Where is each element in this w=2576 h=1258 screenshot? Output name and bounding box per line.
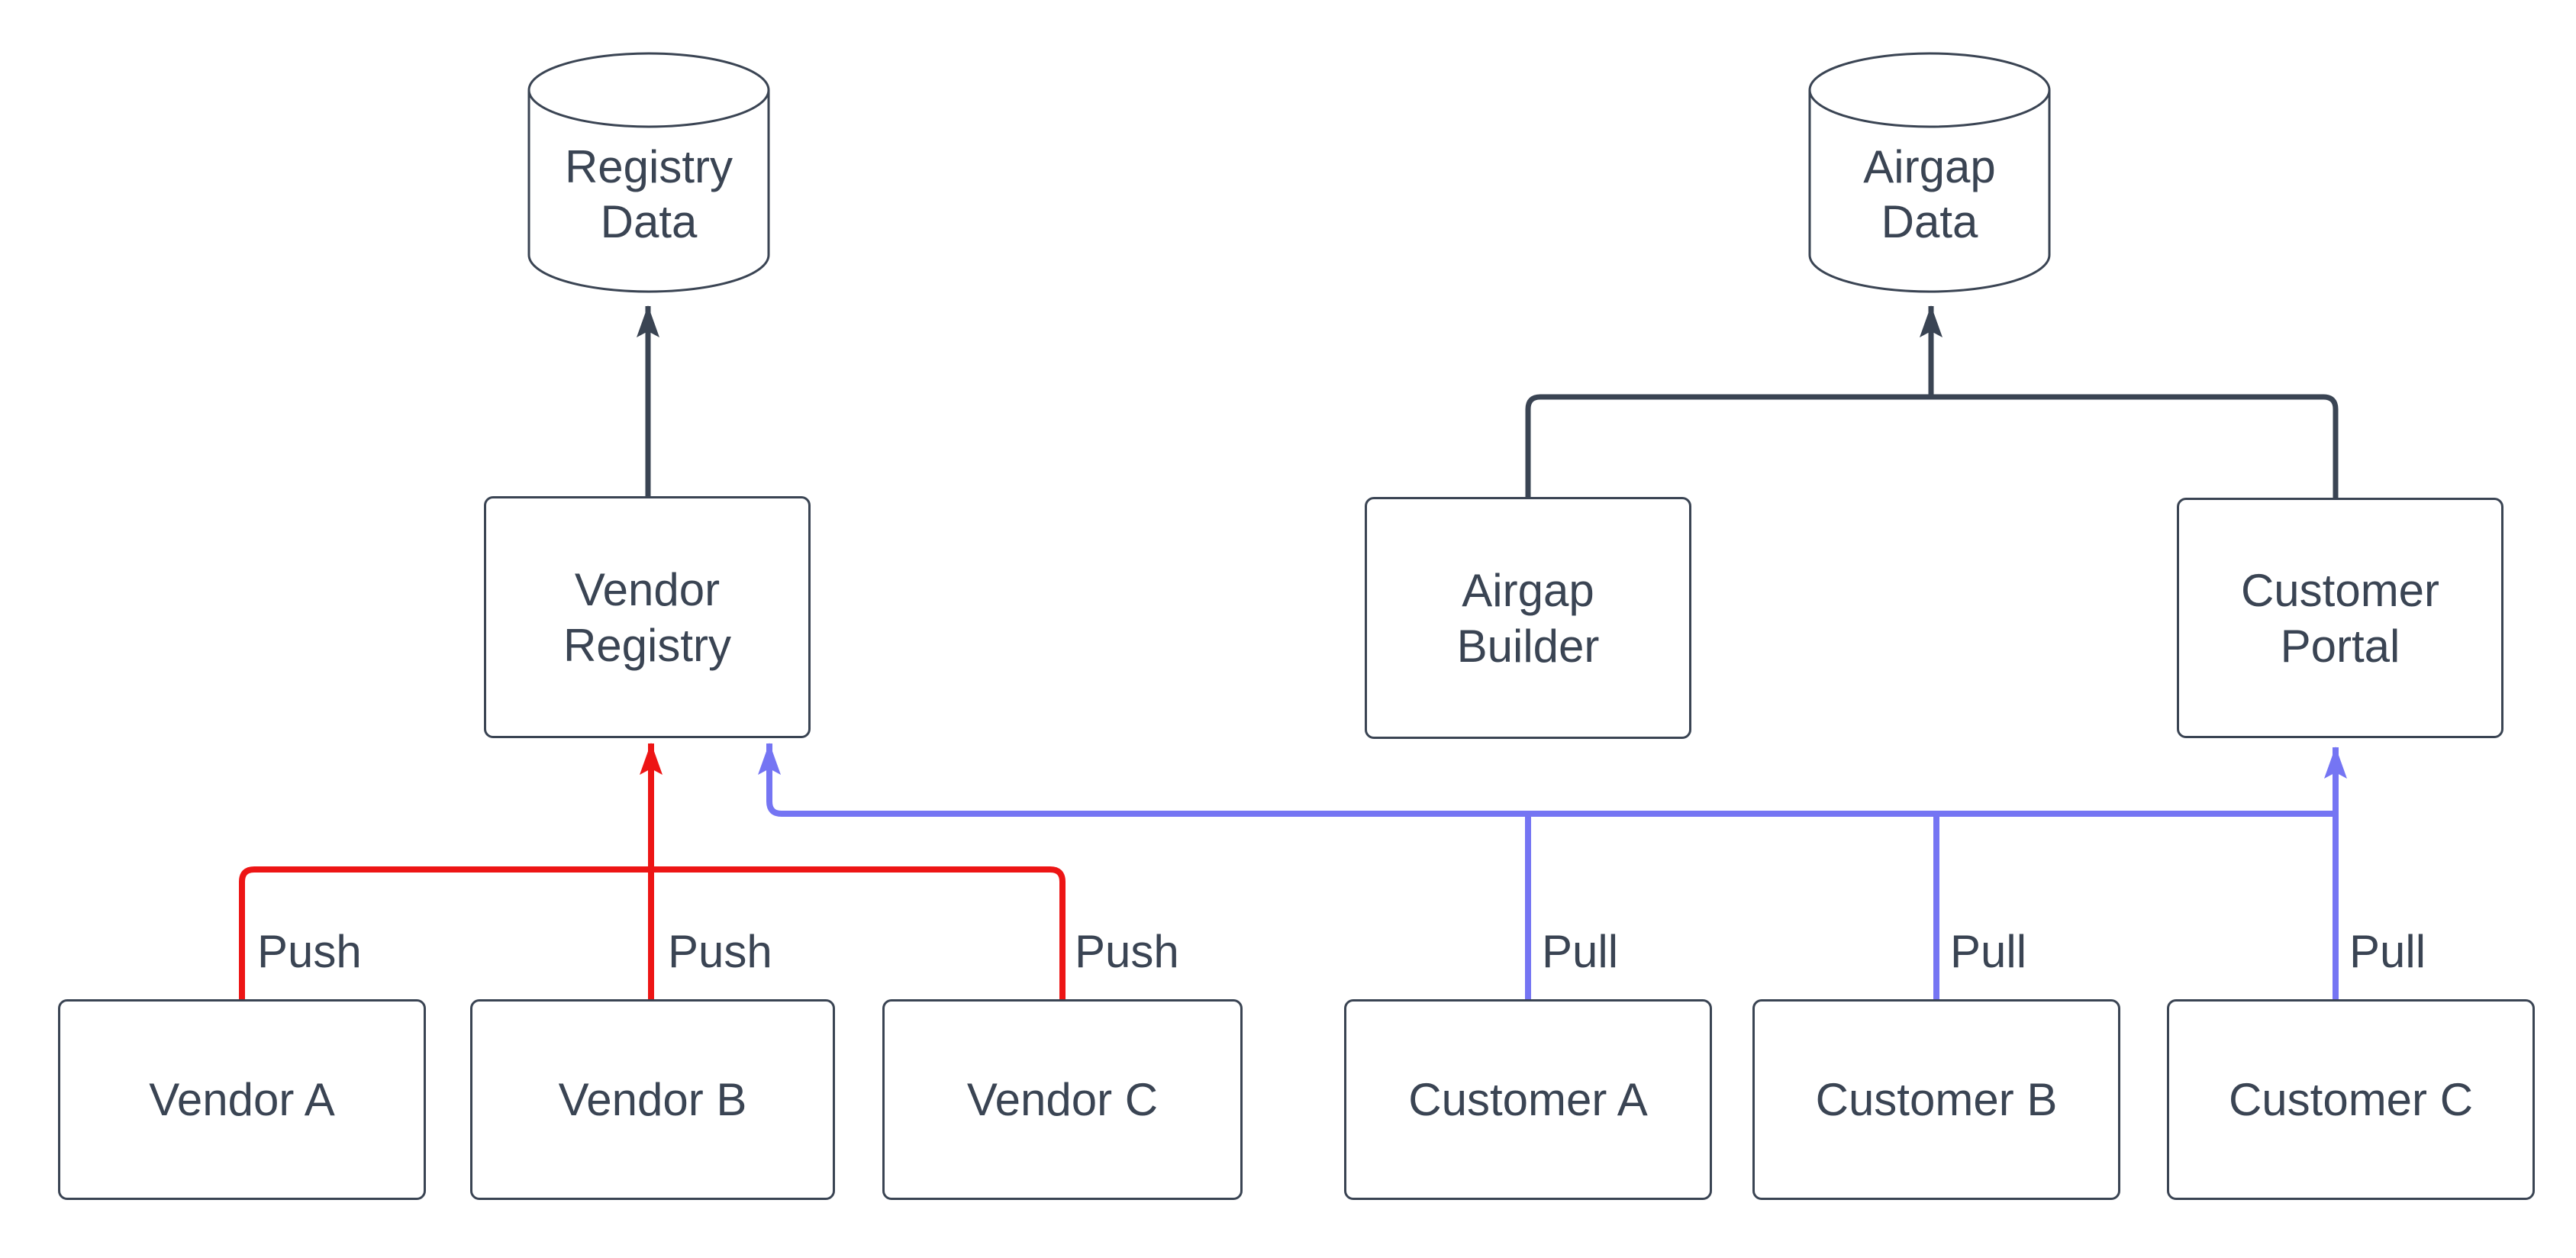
registry-data-node: Registry Data (529, 115, 769, 275)
registry-data-label-line1: Registry (564, 141, 733, 192)
vendor-b-node: Vendor B (470, 999, 835, 1200)
airgap-data-node: Airgap Data (1810, 115, 2049, 275)
registry-data-label-line2: Data (600, 196, 698, 247)
customer-portal-label-line2: Portal (2280, 620, 2400, 672)
vendor-a-node: Vendor A (58, 999, 426, 1200)
edge-pull-bus-to-vendor-registry (758, 743, 2336, 817)
push-label-vendor-b: Push (668, 926, 772, 977)
customer-a-node: Customer A (1344, 999, 1712, 1200)
airgap-data-label-line1: Airgap (1863, 141, 1996, 192)
pull-label-customer-c: Pull (2349, 926, 2426, 977)
pull-label-customer-b: Pull (1950, 926, 2027, 977)
airgap-data-cylinder-body (1808, 90, 2051, 293)
airgap-builder-label-line2: Builder (1456, 620, 1600, 672)
customer-a-label: Customer A (1408, 1074, 1648, 1125)
push-label-vendor-a: Push (257, 926, 362, 977)
vendor-c-node: Vendor C (882, 999, 1243, 1200)
customer-c-label: Customer C (2228, 1074, 2474, 1125)
customer-c-node: Customer C (2167, 999, 2535, 1200)
customer-b-label: Customer B (1815, 1074, 2058, 1125)
vendor-a-label: Vendor A (149, 1074, 335, 1125)
pull-label-customer-a: Pull (1542, 926, 1619, 977)
push-label-vendor-c: Push (1075, 926, 1179, 977)
vendor-b-label: Vendor B (558, 1074, 747, 1125)
vendor-registry-label-line1: Vendor (574, 563, 721, 615)
customer-portal-label-line1: Customer (2240, 564, 2440, 616)
airgap-builder-label-line1: Airgap (1462, 564, 1594, 616)
vendor-registry-label-line2: Registry (563, 619, 732, 671)
airgap-data-cylinder-top (1808, 52, 2051, 128)
vendor-c-label: Vendor C (966, 1074, 1159, 1125)
airgap-builder-node: Airgap Builder (1365, 497, 1691, 739)
registry-data-cylinder-body (527, 90, 770, 293)
vendor-registry-node: Vendor Registry (484, 496, 811, 738)
edge-airgap-builder-customer-portal-connector (1525, 394, 2339, 499)
customer-b-node: Customer B (1752, 999, 2120, 1200)
airgap-data-label-line2: Data (1881, 196, 1978, 247)
registry-data-cylinder-top (527, 52, 770, 128)
customer-portal-node: Customer Portal (2177, 498, 2503, 738)
